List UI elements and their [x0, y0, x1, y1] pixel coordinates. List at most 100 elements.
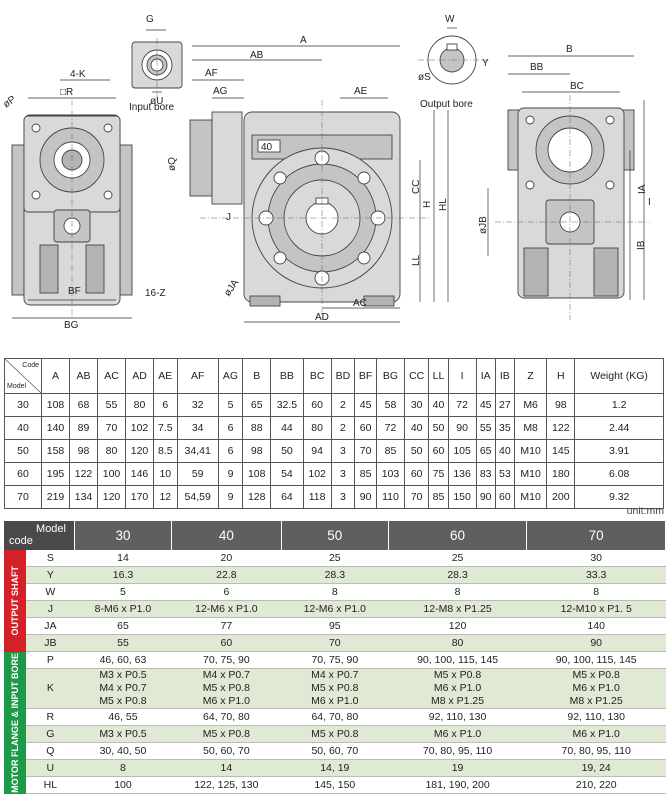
value-cell: 16.3 [74, 566, 172, 584]
value-cell: 158 [41, 439, 70, 463]
column-header: B [242, 358, 272, 394]
value-cell: 85 [428, 485, 449, 509]
value-cell: 5 [74, 583, 172, 601]
value-cell: 70 [97, 416, 126, 440]
value-cell: M6 [513, 393, 548, 417]
label-BC: BC [570, 81, 584, 92]
value-cell: 32 [176, 393, 219, 417]
value-cell: 45 [354, 393, 377, 417]
model-cell: 70 [4, 485, 42, 509]
value-cell: 100 [97, 462, 126, 486]
value-cell: 181, 190, 200 [388, 776, 527, 794]
value-cell: 19, 24 [526, 759, 666, 777]
column-header: AC [97, 358, 126, 394]
value-cell: 54,59 [176, 485, 219, 509]
label-AC: AC [353, 298, 367, 309]
value-cell: 54 [270, 462, 304, 486]
value-cell: 85 [354, 462, 377, 486]
value-cell: 88 [242, 416, 272, 440]
value-cell: M3 x P0.5 [74, 725, 172, 743]
label-K: 4-K [70, 69, 86, 80]
value-cell: M8 [513, 416, 548, 440]
value-cell: 94 [302, 439, 332, 463]
value-cell: 3 [330, 439, 356, 463]
value-cell: 92, 110, 130 [526, 708, 666, 726]
value-cell: 64 [270, 485, 304, 509]
value-cell: 55 [475, 416, 496, 440]
value-cell: 40 [428, 393, 449, 417]
value-cell: 110 [375, 485, 405, 509]
table-corner-cell: Code Model [4, 358, 42, 394]
value-cell: M6 x P1.0 [526, 725, 666, 743]
value-cell: 136 [447, 462, 477, 486]
value-cell: 50 [428, 416, 449, 440]
value-cell: 80 [125, 393, 154, 417]
model-cell: 50 [4, 439, 42, 463]
value-cell: 10 [153, 462, 178, 486]
label-I: I [648, 197, 651, 208]
value-cell: 85 [375, 439, 405, 463]
value-cell: 70 [354, 439, 377, 463]
value-cell: 70, 80, 95, 110 [388, 742, 527, 760]
label-BF: BF [68, 286, 81, 297]
code-cell: JA [26, 617, 75, 635]
section-label-text: MOTOR FLANGE & INPUT BORE [9, 652, 20, 793]
value-cell: 22.8 [171, 566, 282, 584]
value-cell: M5 x P0.8 M6 x P1.0 M8 x P1.25 [388, 668, 527, 709]
value-cell: 2.44 [574, 416, 664, 440]
value-cell: 122, 125, 130 [171, 776, 282, 794]
column-header: AE [153, 358, 178, 394]
label-40: 40 [261, 142, 273, 153]
value-cell: M10 [513, 485, 548, 509]
code-cell: G [26, 725, 75, 743]
value-cell: 6 [217, 416, 244, 440]
code-cell: W [26, 583, 75, 601]
value-cell: 65 [475, 439, 496, 463]
value-cell: 20 [171, 550, 282, 567]
value-cell: 98 [242, 439, 272, 463]
label-G: G [146, 14, 154, 25]
value-cell: 45 [475, 393, 496, 417]
value-cell: 65 [74, 617, 172, 635]
value-cell: 65 [242, 393, 272, 417]
value-cell: 44 [270, 416, 304, 440]
label-AD: AD [315, 312, 329, 323]
value-cell: 14, 19 [281, 759, 389, 777]
label-JB: øJB [478, 216, 489, 234]
code-model-header: Model code [4, 521, 75, 550]
value-cell: 50, 60, 70 [281, 742, 389, 760]
label-JA: øJA [222, 277, 241, 298]
model-column-header: 50 [281, 521, 389, 550]
value-cell: 83 [475, 462, 496, 486]
model-column-header: 70 [526, 521, 666, 550]
value-cell: 8 [388, 583, 527, 601]
value-cell: 108 [41, 393, 70, 417]
column-header: AG [217, 358, 244, 394]
value-cell: 80 [388, 634, 527, 652]
value-cell: 145 [546, 439, 576, 463]
value-cell: 195 [41, 462, 70, 486]
value-cell: 12-M10 x P1. 5 [526, 600, 666, 618]
value-cell: 8 [74, 759, 172, 777]
value-cell: 6 [171, 583, 282, 601]
value-cell: 200 [546, 485, 576, 509]
value-cell: 59 [176, 462, 219, 486]
value-cell: 9.32 [574, 485, 664, 509]
value-cell: 80 [97, 439, 126, 463]
label-J: J [226, 212, 231, 223]
column-header: IA [475, 358, 496, 394]
value-cell: 14 [74, 550, 172, 567]
value-cell: 70, 75, 90 [171, 651, 282, 669]
value-cell: 108 [242, 462, 272, 486]
code-cell: Y [26, 566, 75, 584]
value-cell: 60 [302, 393, 332, 417]
label-BG: BG [64, 320, 79, 331]
value-cell: 58 [375, 393, 405, 417]
column-header: IB [494, 358, 515, 394]
code-cell: K [26, 668, 75, 709]
label-AG: AG [213, 86, 228, 97]
